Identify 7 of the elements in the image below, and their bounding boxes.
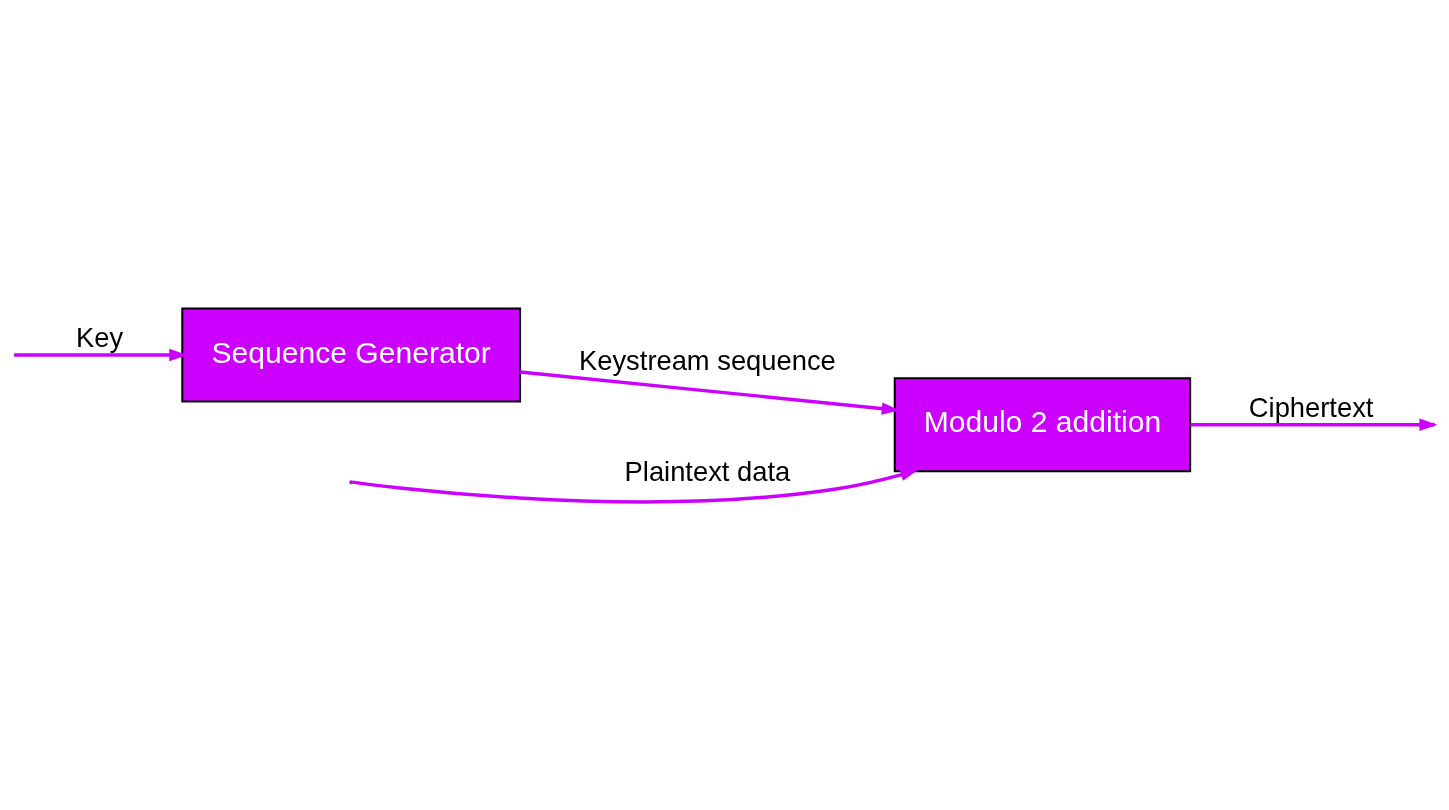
edge-label: Ciphertext (1248, 391, 1374, 422)
edge-label: Keystream sequence (579, 344, 836, 376)
edge-label: Plaintext data (624, 455, 791, 487)
node-box: Sequence Generator (181, 306, 522, 402)
arrow (352, 468, 919, 503)
node-box: Modulo 2 addition (893, 376, 1192, 472)
edge-label: Key (76, 321, 124, 353)
